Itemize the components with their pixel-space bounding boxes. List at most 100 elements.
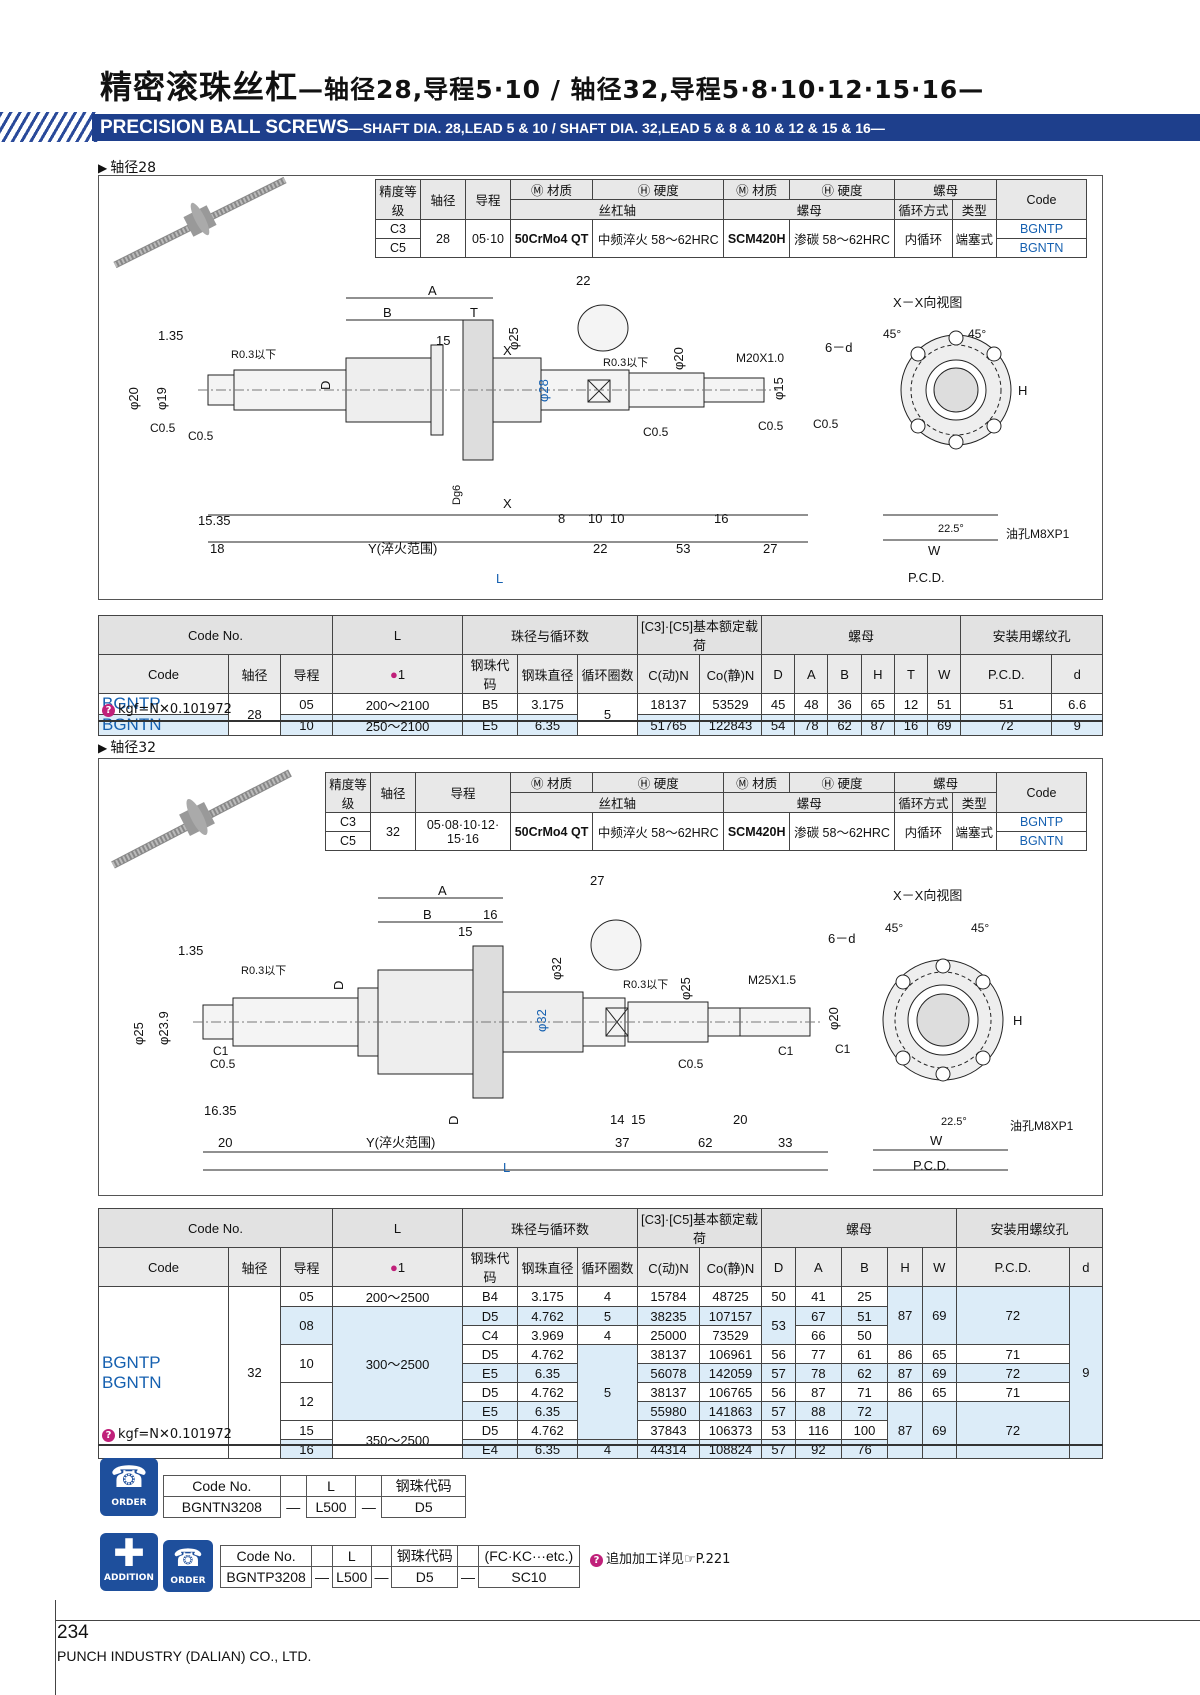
dim-c1c-32: C1 xyxy=(213,1044,229,1058)
spec-lead: 05·10 xyxy=(465,219,511,258)
section2-drawing-box xyxy=(98,758,1103,1196)
table-cell: 106765 xyxy=(699,1382,762,1402)
drawing-32: A B 16 15 27 φ32 R0.3以下 φ25 M25X1.5 φ20 … xyxy=(131,873,1074,1175)
dim-15-28: 15 xyxy=(436,333,450,348)
spec-nutmat: SCM420H xyxy=(723,812,790,851)
th-hole: 安装用螺纹孔 xyxy=(955,1208,1104,1248)
oil-hole-28: 油孔M8XP1 xyxy=(1006,527,1070,541)
table-cell: 55980 xyxy=(637,1401,700,1421)
table-cell: 72 xyxy=(955,1286,1070,1345)
order-h-L: L xyxy=(305,1475,357,1497)
table-cell: 45 xyxy=(760,693,796,715)
table-cell: 88 xyxy=(795,1401,842,1421)
spec-lead: 05·08·10·12· 15·16 xyxy=(415,812,511,851)
page-number: 234 xyxy=(57,1622,89,1643)
dim-27-28: 27 xyxy=(763,541,777,556)
dim-D2-32: D xyxy=(446,1116,461,1125)
table-cell: 72 xyxy=(955,1363,1070,1383)
table-cell: 57 xyxy=(760,1439,797,1459)
dim-33-32: 33 xyxy=(778,1135,792,1150)
divider xyxy=(98,720,1103,722)
dim-phi32a: φ32 xyxy=(549,957,564,980)
dim-c05b-32: C0.5 xyxy=(210,1057,236,1071)
th-hole: 安装用螺纹孔 xyxy=(960,615,1103,655)
table-cell: 6.35 xyxy=(517,1439,578,1459)
dim-14-32: 14 xyxy=(610,1112,624,1127)
table-cell: 25000 xyxy=(637,1325,700,1345)
table-cell: 4.762 xyxy=(517,1420,578,1440)
dim-x-28a: X xyxy=(503,343,512,358)
dim-8-28: 8 xyxy=(558,511,565,526)
th-nut: 螺母 xyxy=(761,1208,957,1248)
table-row: 10 xyxy=(280,714,333,736)
table-cell: 12 xyxy=(893,693,929,715)
dim-45a-32: 45° xyxy=(885,921,903,935)
dim-45b-28: 45° xyxy=(968,327,986,341)
table-cell: 4.762 xyxy=(517,1306,578,1326)
table-cell: 6.35 xyxy=(517,1401,578,1421)
add-dash: — xyxy=(314,1569,329,1586)
th-L: L xyxy=(332,615,463,655)
table-cell: 44314 xyxy=(637,1439,700,1459)
dim-D-32: D xyxy=(331,981,346,990)
dim-27-32: 27 xyxy=(590,873,604,888)
table-cell: 4 xyxy=(577,1439,638,1459)
footer-line xyxy=(55,1620,1200,1621)
spec-mat: 50CrMo4 QT xyxy=(509,812,594,851)
table-cell: 3.969 xyxy=(517,1325,578,1345)
addition-note-link[interactable]: 追加加工详见☞P.221 xyxy=(590,1548,730,1567)
table-cell: 87 xyxy=(860,714,895,736)
th-codeno: Code No. xyxy=(98,1208,333,1248)
dim-22b-28: 22 xyxy=(593,541,607,556)
th-B: B xyxy=(827,654,862,694)
table-cell: 41 xyxy=(795,1286,842,1307)
spec-h-nut2: 螺母 xyxy=(723,792,896,813)
dim-m20-28: M20X1.0 xyxy=(736,351,784,365)
dim-18-28: 18 xyxy=(210,541,224,556)
spec-h-nutmat: Ⓜ 材质 xyxy=(723,179,790,200)
unit-note-28: kgf=N✕0.101972 xyxy=(102,702,232,717)
spec-table-28: 精度等级 轴径 导程 Ⓜ 材质 Ⓗ 硬度 Ⓜ 材质 Ⓗ 硬度 螺母 Code 丝… xyxy=(375,179,1087,258)
spec-h-mat: Ⓜ 材质 xyxy=(509,772,594,793)
spec-type: 端塞式 xyxy=(951,812,998,851)
table-cell: 62 xyxy=(840,1363,889,1383)
spec-nutmat: SCM420H xyxy=(723,219,790,258)
spec-table-32: 精度等级 轴径 导程 Ⓜ 材质 Ⓗ 硬度 Ⓜ 材质 Ⓗ 硬度 螺母 Code 丝… xyxy=(325,772,1087,851)
addition-icon: ✚ADDITION xyxy=(100,1533,158,1591)
table-cell: 106961 xyxy=(699,1344,762,1364)
table-cell: 16 xyxy=(893,714,929,736)
dim-53-28: 53 xyxy=(676,541,690,556)
th-pcd: P.C.D. xyxy=(955,1247,1070,1287)
table-cell: 66 xyxy=(795,1325,842,1345)
table-cell: 15784 xyxy=(637,1286,700,1307)
table-cell: 5 xyxy=(577,693,638,736)
section-label-28: 轴径28 xyxy=(98,157,156,177)
table-cell: 116 xyxy=(795,1420,842,1440)
spec-h-code: Code xyxy=(996,179,1087,220)
dim-L-28: L xyxy=(496,571,503,586)
dim-c05d-28: C0.5 xyxy=(758,419,784,433)
dim-10b-28: 10 xyxy=(610,511,624,526)
add-dash: — xyxy=(460,1569,475,1586)
th-lead: 导程 xyxy=(280,1247,333,1287)
spec-circ: 内循环 xyxy=(894,812,953,851)
dim-1535-28: 15.35 xyxy=(198,513,231,528)
spec-h-circ: 循环方式 xyxy=(894,199,953,220)
dim-r03-32: R0.3以下 xyxy=(623,979,668,991)
order-v-code: BGNTN3208 xyxy=(163,1496,281,1518)
order-v-ball: D5 xyxy=(381,1496,466,1518)
page-title: 精密滚珠丝杠—轴径28,导程5·10 / 轴径32,导程5·8·10·12·15… xyxy=(100,68,985,106)
table-row: 05 xyxy=(280,1286,333,1307)
table-row: 05 xyxy=(280,693,333,715)
spec-h-code: Code xyxy=(996,772,1087,813)
table-cell: 78 xyxy=(794,714,829,736)
dim-phi15-28: φ15 xyxy=(771,377,786,400)
table-cell: 57 xyxy=(760,1363,797,1383)
table-cell: 71 xyxy=(955,1382,1070,1402)
spec-h-shaft: 轴径 xyxy=(370,772,416,813)
dim-phi20-32: φ20 xyxy=(826,1007,841,1030)
dim-1635: 16.35 xyxy=(204,1103,237,1118)
spec-h-type: 类型 xyxy=(951,199,998,220)
dim-L-32: L xyxy=(503,1160,510,1175)
table-cell: 4.762 xyxy=(517,1344,578,1364)
